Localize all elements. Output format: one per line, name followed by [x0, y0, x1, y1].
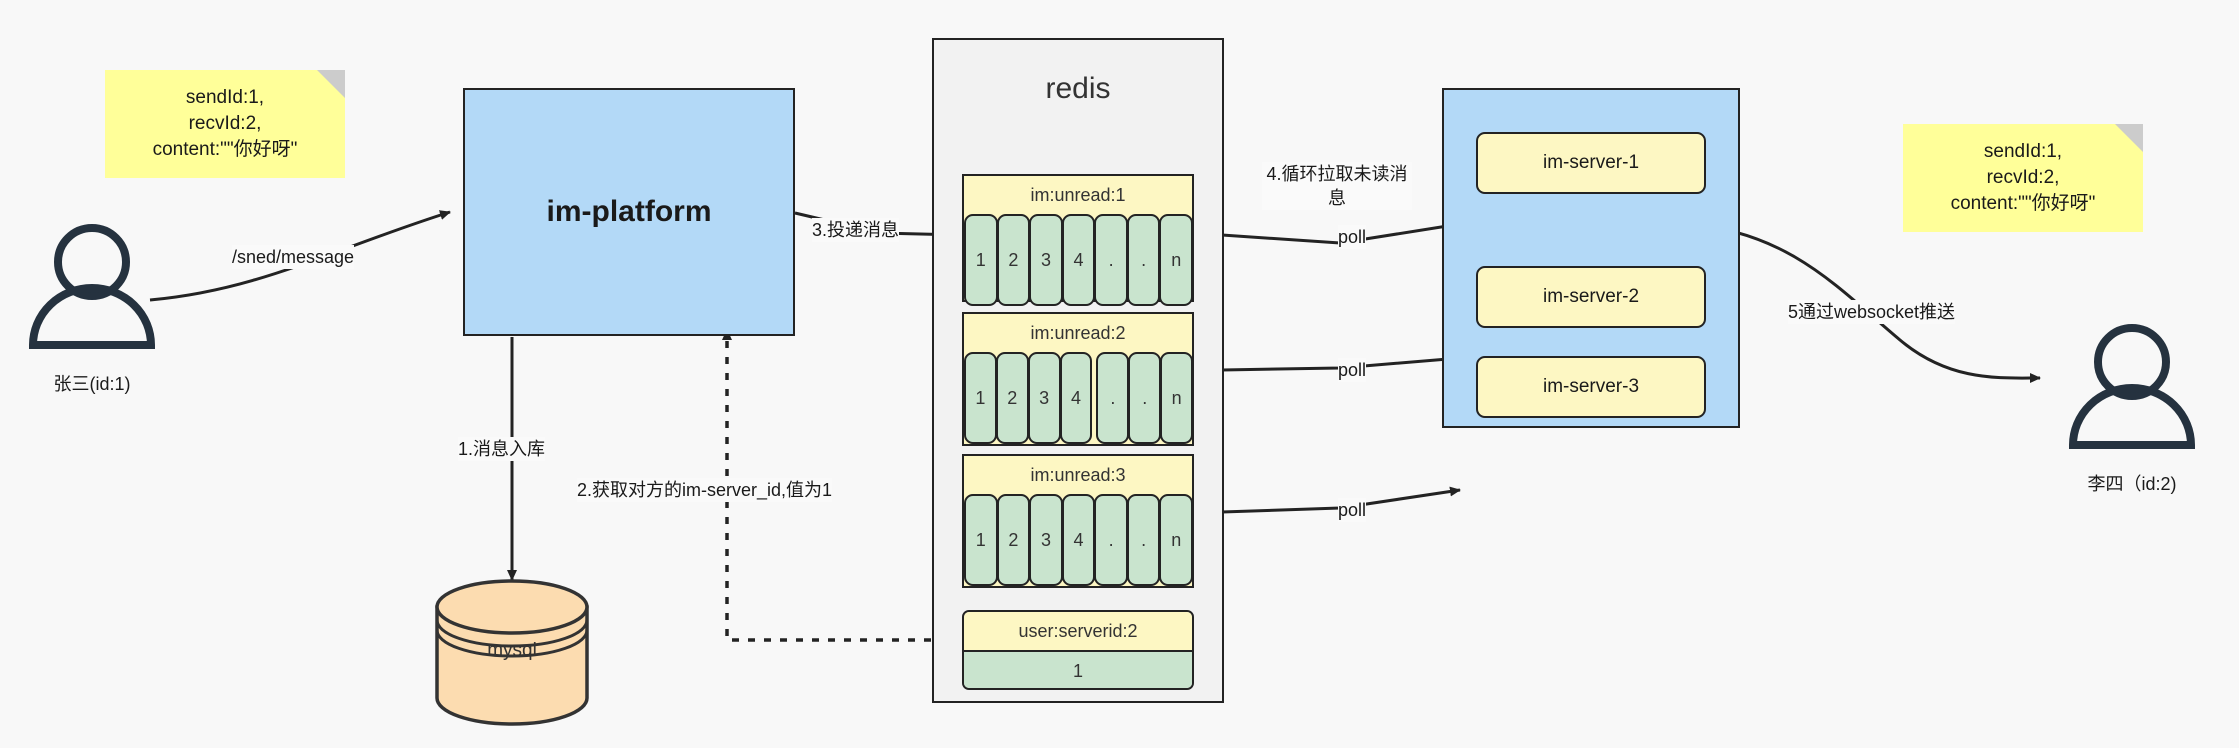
- request-payload-note: sendId:1, recvId:2, content:""你好呀": [105, 70, 345, 178]
- list-cell: 2: [996, 214, 1031, 306]
- list-cell: 3: [1027, 352, 1061, 444]
- edge-label-step4: 4.循环拉取未读消 息: [1262, 162, 1412, 210]
- list-cell: 3: [1029, 214, 1063, 306]
- im-platform-box[interactable]: im-platform: [463, 88, 795, 336]
- redis-list-key: im:unread:3: [1030, 465, 1126, 485]
- list-cell: 4: [1059, 352, 1093, 444]
- user-icon: [2068, 324, 2196, 449]
- edge-label-step1: 1.消息入库: [458, 437, 546, 461]
- list-cell: 2: [996, 494, 1031, 586]
- im-platform-label: im-platform: [546, 195, 712, 228]
- list-cell: n: [1159, 214, 1194, 306]
- list-cell: 4: [1061, 494, 1096, 586]
- note-fold-icon: [2115, 124, 2143, 152]
- redis-title: redis: [1045, 72, 1111, 105]
- note-fold-icon: [317, 70, 345, 98]
- note-text: sendId:1, recvId:2, content:""你好呀": [1950, 141, 2096, 214]
- list-cell: n: [1159, 494, 1194, 586]
- sender-label: 张三(id:1): [53, 374, 131, 394]
- receiver-label: 李四（id:2): [2087, 474, 2177, 494]
- mysql-label: mysql: [487, 640, 537, 661]
- edge-label-poll-2: poll: [1338, 358, 1367, 382]
- edge-label-step3: 3.投递消息: [812, 218, 900, 242]
- edge-label-poll-1: poll: [1338, 225, 1367, 249]
- im-server-1-label: im-server-1: [1542, 152, 1640, 173]
- redis-kv-user-serverid[interactable]: user:serverid:2 1: [962, 610, 1194, 690]
- edge-label-send-message: /sned/message: [232, 245, 355, 269]
- im-server-2-label: im-server-2: [1542, 286, 1640, 307]
- redis-list-cells: 1 2 3 4 . . n: [964, 214, 1194, 306]
- redis-list-cells: 1 2 3 4 . . n: [964, 494, 1194, 586]
- redis-list-im-unread-2[interactable]: im:unread:2 1 2 3 4 . . n: [962, 312, 1194, 446]
- list-cell: 1: [964, 494, 998, 586]
- im-server-3-box[interactable]: im-server-3: [1476, 356, 1706, 418]
- push-payload-note: sendId:1, recvId:2, content:""你好呀": [1903, 124, 2143, 232]
- list-cell: 1: [964, 214, 998, 306]
- user-icon: [28, 224, 156, 349]
- list-cell: 2: [995, 352, 1029, 444]
- redis-list-im-unread-1[interactable]: im:unread:1 1 2 3 4 . . n: [962, 174, 1194, 306]
- edge-label-step2: 2.获取对方的im-server_id,值为1: [577, 478, 833, 502]
- redis-list-key: im:unread:2: [1030, 323, 1126, 343]
- list-cell: .: [1128, 352, 1162, 444]
- list-cell: 1: [964, 352, 997, 444]
- redis-list-im-unread-3[interactable]: im:unread:3 1 2 3 4 . . n: [962, 454, 1194, 588]
- list-cell: 3: [1029, 494, 1063, 586]
- im-server-3-label: im-server-3: [1542, 376, 1640, 397]
- edge-label-poll-3: poll: [1338, 498, 1367, 522]
- list-cell: .: [1126, 494, 1161, 586]
- list-cell: n: [1160, 352, 1194, 444]
- redis-list-key: im:unread:1: [1030, 185, 1126, 205]
- mysql-node[interactable]: mysql: [437, 640, 587, 674]
- list-cell: .: [1126, 214, 1161, 306]
- list-cell: .: [1094, 494, 1128, 586]
- redis-kv-value: 1: [964, 652, 1192, 688]
- im-servers-group: im-server-1 im-server-2 im-server-3: [1442, 88, 1740, 428]
- im-server-2-box[interactable]: im-server-2: [1476, 266, 1706, 328]
- edge-label-step5: 5通过websocket推送: [1788, 300, 1956, 324]
- redis-group: redis im:unread:1 1 2 3 4 . . n im:unrea…: [932, 38, 1224, 703]
- note-text: sendId:1, recvId:2, content:""你好呀": [152, 87, 298, 160]
- list-cell: .: [1096, 352, 1130, 444]
- im-server-1-box[interactable]: im-server-1: [1476, 132, 1706, 194]
- list-cell: .: [1094, 214, 1128, 306]
- redis-kv-key: user:serverid:2: [964, 612, 1192, 652]
- redis-list-cells: 1 2 3 4 . . n: [964, 352, 1194, 444]
- list-cell: 4: [1061, 214, 1096, 306]
